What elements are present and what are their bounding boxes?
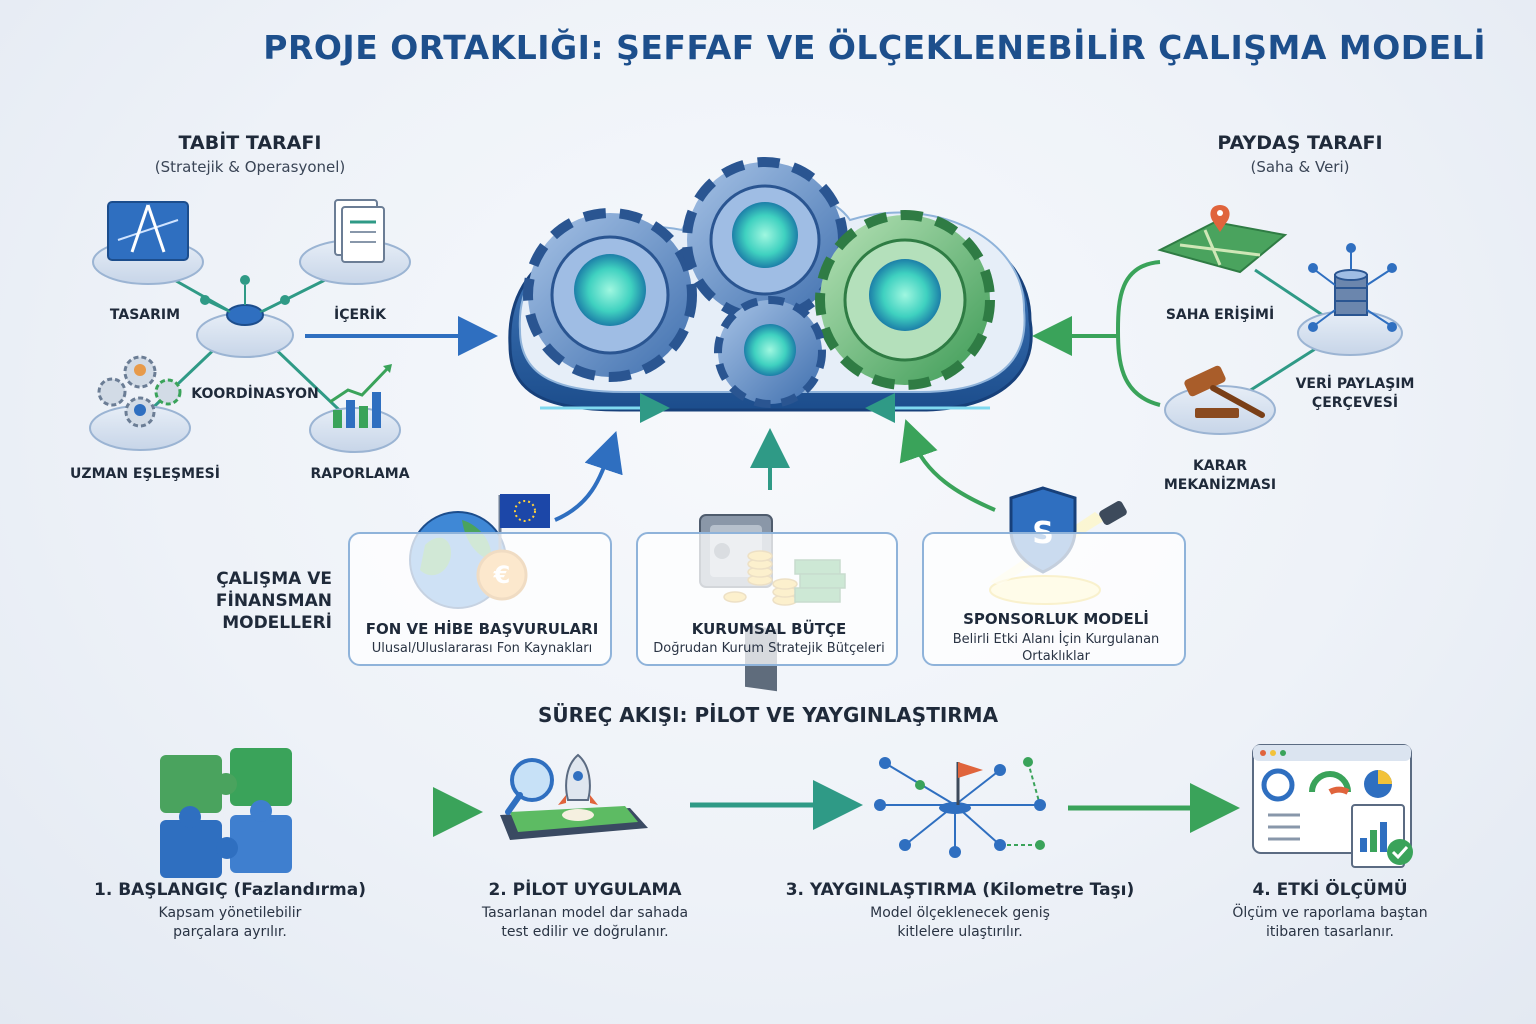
node-karar-line2: MEKANİZMASI (1163, 477, 1277, 493)
puzzle-icon (160, 748, 292, 878)
fund-box-budget-title: KURUMSAL BÜTÇE (691, 620, 847, 638)
fund-box-grants-title: FON VE HİBE BAŞVURULARI (365, 620, 599, 638)
flow-step-4-line1: Ölçüm ve raporlama baştan (1232, 905, 1428, 921)
funding-label-line3: MODELLERİ (222, 613, 332, 633)
right-side-subtitle: (Saha & Veri) (1250, 158, 1350, 176)
right-side-title: PAYDAŞ TARAFI (1217, 132, 1383, 154)
network-flag-icon (874, 757, 1046, 858)
tasarim-disc (92, 201, 204, 285)
node-uzman: UZMAN EŞLEŞMESİ (70, 466, 220, 482)
node-tasarim: TASARIM (109, 307, 181, 323)
flow-step-4-line2: itibaren tasarlanır. (1266, 924, 1394, 940)
flow-step-2: 2. PİLOT UYGULAMA Tasarlanan model dar s… (435, 880, 735, 942)
flow-step-3-line2: kitlelere ulaştırılır. (897, 924, 1023, 940)
flow-step-4: 4. ETKİ ÖLÇÜMÜ Ölçüm ve raporlama baştan… (1180, 880, 1480, 942)
flow-step-1-line2: parçalara ayrılır. (173, 924, 287, 940)
gear-left (523, 208, 697, 382)
flow-step-2-line1: Tasarlanan model dar sahada (481, 905, 689, 921)
left-side-subtitle: (Stratejik & Operasyonel) (154, 158, 346, 176)
fund-box-grants: FON VE HİBE BAŞVURULARI Ulusal/Uluslarar… (348, 532, 612, 666)
flow-step-1-title: 1. BAŞLANGIÇ (Fazlandırma) (94, 880, 366, 900)
flow-step-3-title: 3. YAYGINLAŞTIRMA (Kilometre Taşı) (785, 880, 1135, 900)
fund-box-grants-subtitle: Ulusal/Uluslararası Fon Kaynakları (371, 641, 593, 656)
flow-title: SÜREÇ AKIŞI: PİLOT VE YAYGINLAŞTIRMA (537, 703, 999, 727)
flow-step-4-title: 4. ETKİ ÖLÇÜMÜ (1252, 880, 1408, 900)
dashboard-report-icon (1252, 744, 1413, 868)
node-veri-line1: VERİ PAYLAŞIM (1295, 376, 1415, 392)
raporlama-disc (309, 364, 401, 453)
fund-box-budget: KURUMSAL BÜTÇE Doğrudan Kurum Stratejik … (636, 532, 898, 666)
flow-step-1-line1: Kapsam yönetilebilir (158, 905, 302, 921)
fund-box-sponsor-subtitle: Belirli Etki Alanı İçin Kurgulanan Ortak… (952, 632, 1160, 664)
icerik-disc (299, 199, 411, 285)
fund-box-budget-subtitle: Doğrudan Kurum Stratejik Bütçeleri (653, 641, 885, 656)
node-raporlama: RAPORLAMA (310, 466, 410, 482)
koordinasyon-hub (196, 275, 294, 358)
karar-disc (1164, 365, 1276, 435)
saha-disc (1157, 205, 1288, 274)
node-koordinasyon: KOORDİNASYON (191, 386, 319, 402)
node-saha: SAHA ERİŞİMİ (1165, 307, 1275, 323)
flow-arrows (315, 780, 1240, 837)
funding-label-line2: FİNANSMAN (215, 591, 332, 611)
node-karar-line1: KARAR (1192, 458, 1248, 474)
node-veri-line2: ÇERÇEVESİ (1311, 395, 1399, 411)
fund-box-sponsor: SPONSORLUK MODELİ Belirli Etki Alanı İçi… (922, 532, 1186, 666)
veri-disc (1297, 243, 1403, 356)
funding-label-line1: ÇALIŞMA VE (216, 569, 332, 589)
flow-step-3-line1: Model ölçeklenecek geniş (870, 905, 1050, 921)
flow-step-2-title: 2. PİLOT UYGULAMA (488, 880, 682, 900)
gear-right (815, 210, 995, 390)
gear-bottom (714, 296, 826, 408)
uzman-disc (89, 355, 191, 451)
fund-box-sponsor-title: SPONSORLUK MODELİ (963, 610, 1149, 628)
left-side-title: TABİT TARAFI (178, 132, 322, 154)
flow-step-2-line2: test edilir ve doğrulanır. (501, 924, 669, 940)
page-title: PROJE ORTAKLIĞI: ŞEFFAF VE ÖLÇEKLENEBİLİ… (263, 28, 1486, 67)
flow-step-1: 1. BAŞLANGIÇ (Fazlandırma) Kapsam yöneti… (70, 880, 390, 942)
flow-step-3: 3. YAYGINLAŞTIRMA (Kilometre Taşı) Model… (775, 880, 1145, 942)
funding-section-label: ÇALIŞMA VE FİNANSMAN MODELLERİ (170, 568, 332, 634)
funding-arrows (554, 419, 996, 522)
rocket-magnifier-icon (500, 753, 648, 840)
node-icerik: İÇERİK (334, 307, 386, 323)
